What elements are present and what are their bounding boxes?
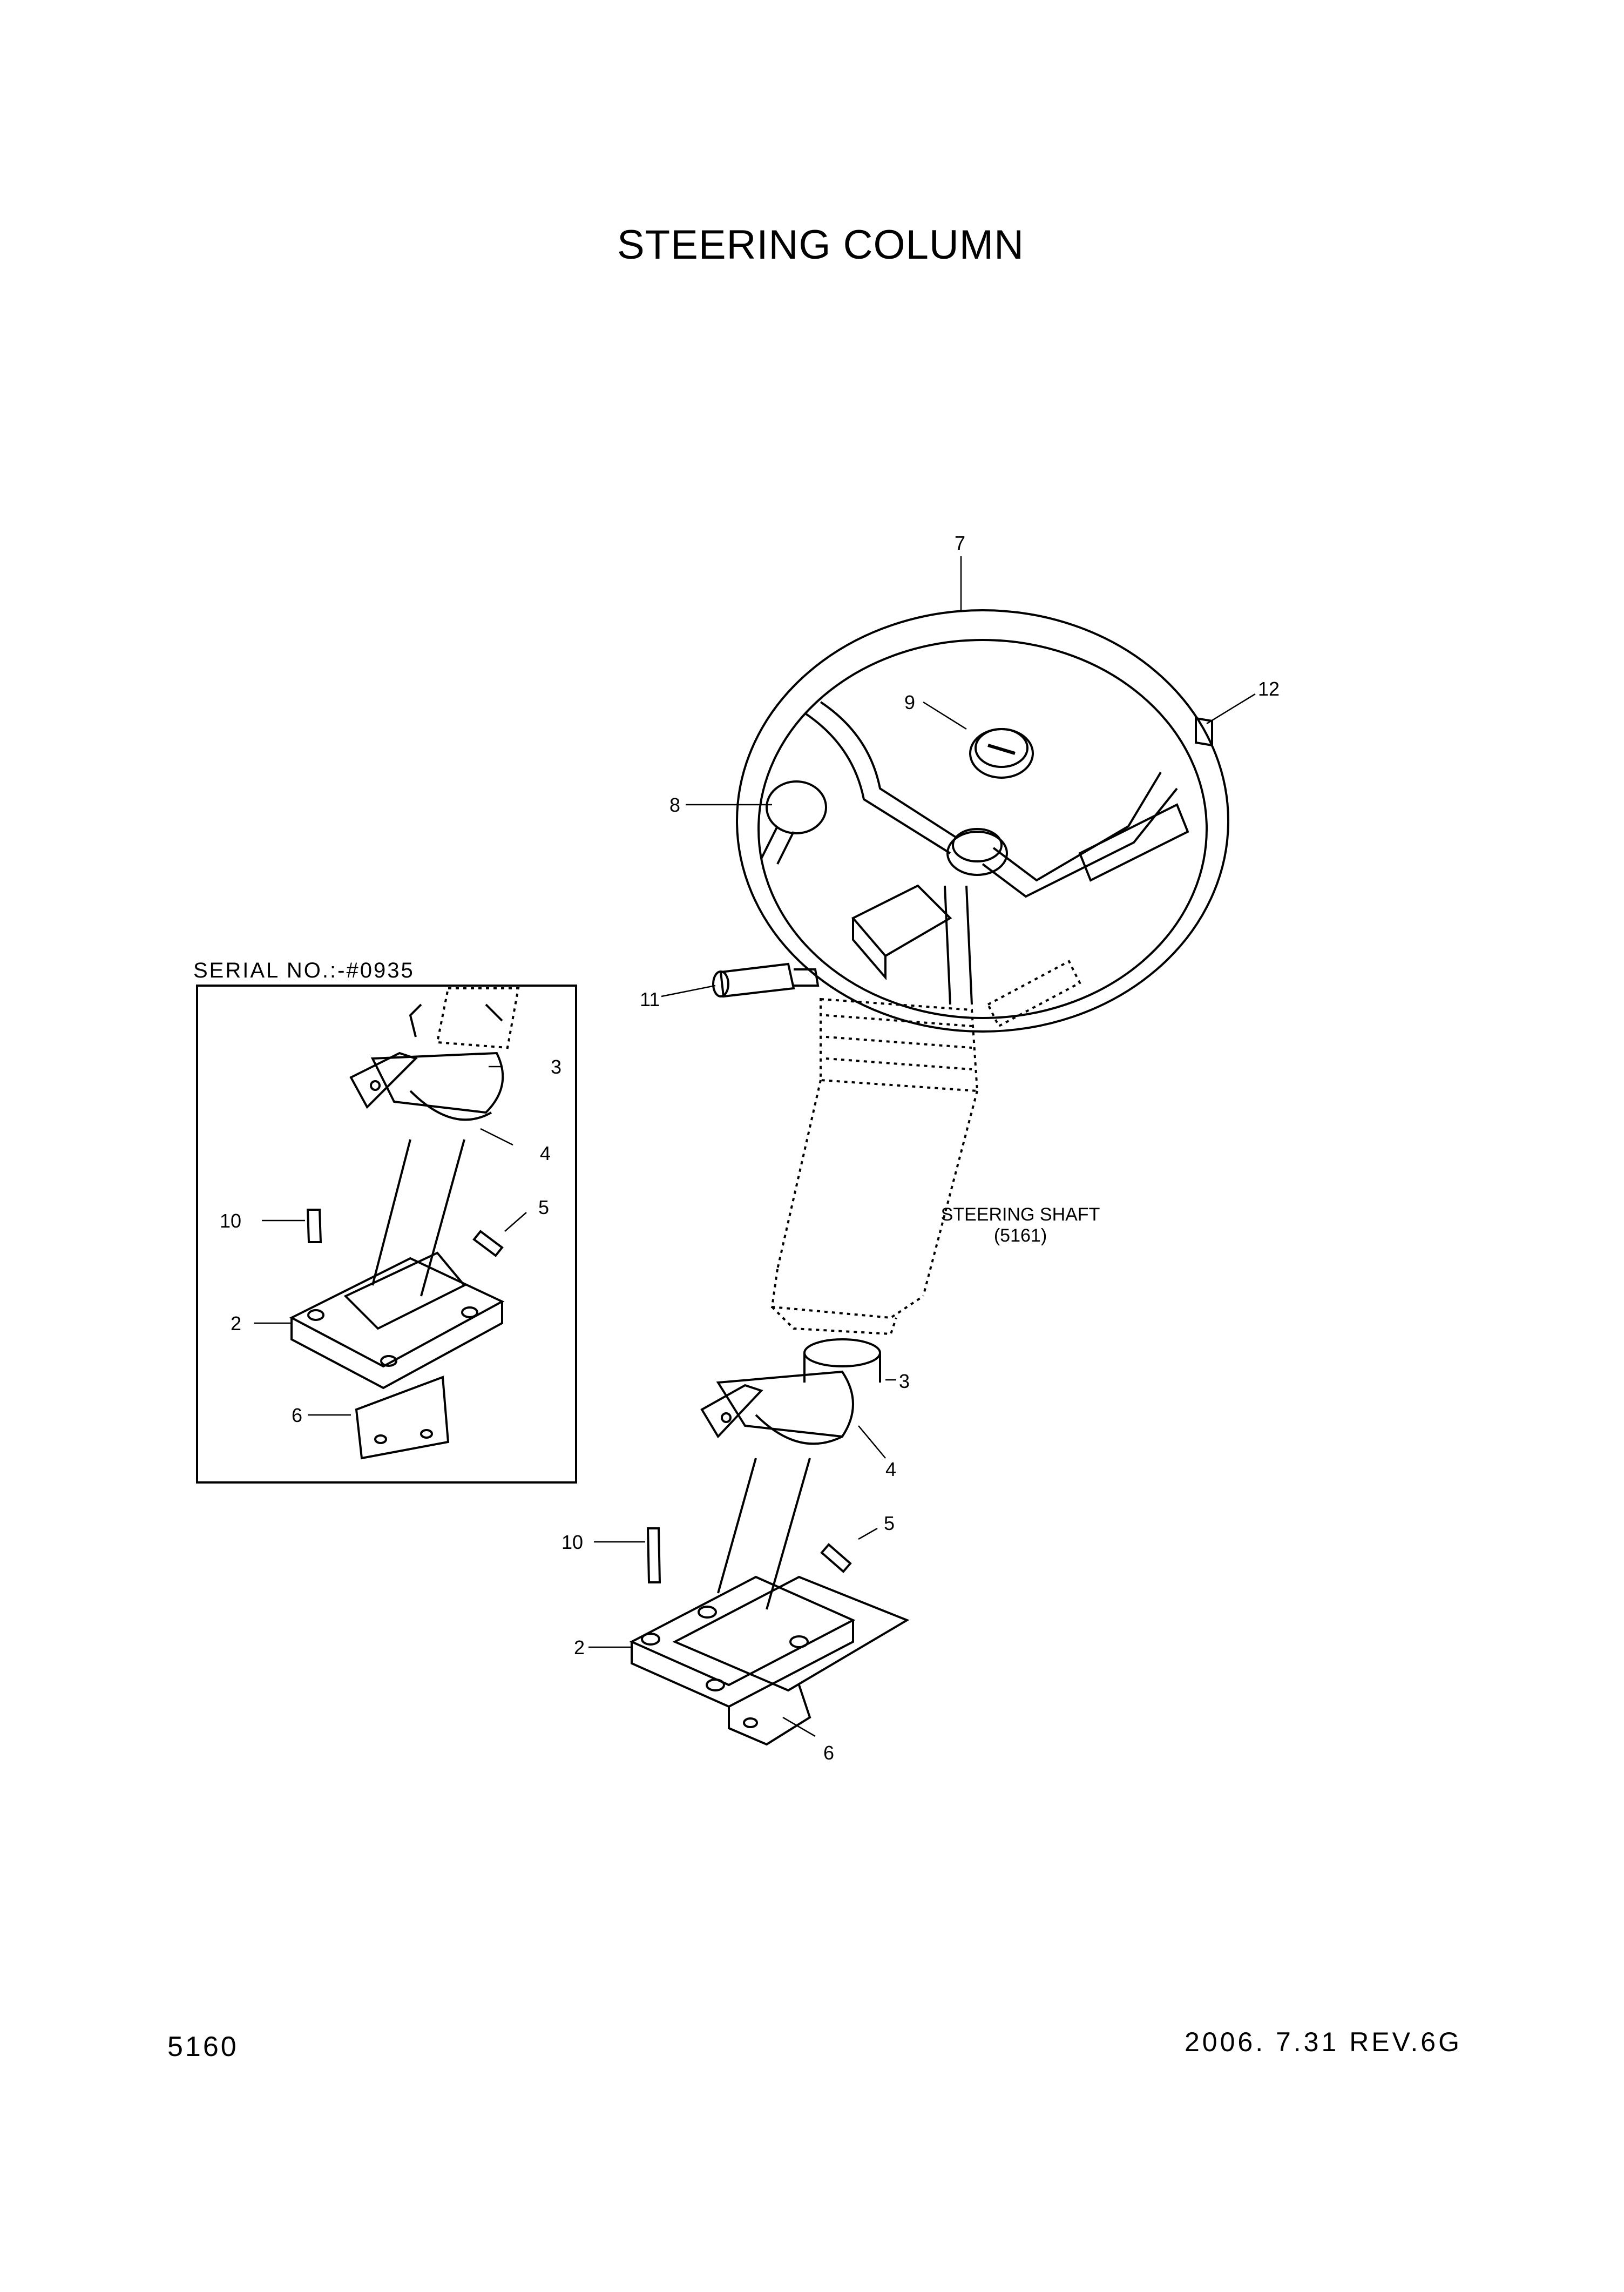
callout-7: 7	[955, 532, 966, 554]
callout-3: 3	[899, 1370, 910, 1392]
callout-5: 5	[884, 1512, 895, 1534]
serial-number-label: SERIAL NO.:-#0935	[193, 959, 415, 982]
callout-6: 6	[823, 1742, 835, 1764]
inset-callout-3: 3	[551, 1056, 562, 1078]
steering-shaft-reference: STEERING SHAFT (5161)	[929, 1204, 1112, 1246]
callout-10: 10	[561, 1531, 584, 1553]
callout-4: 4	[885, 1458, 897, 1480]
inset-callout-5: 5	[538, 1196, 550, 1218]
callout-11: 11	[640, 988, 660, 1010]
leader-lines	[254, 556, 1256, 1737]
lower-column	[629, 1338, 910, 1746]
callout-12: 12	[1258, 678, 1280, 700]
callout-2: 2	[574, 1636, 585, 1659]
steering-shaft-number: (5161)	[993, 1225, 1047, 1246]
callout-8: 8	[669, 794, 681, 816]
page-title: STEERING COLUMN	[617, 222, 1024, 268]
inset-drawing	[289, 987, 520, 1460]
inset-callout-6: 6	[292, 1404, 303, 1426]
revision-date: 2006. 7.31 REV.6G	[1184, 2027, 1462, 2057]
page-number: 5160	[167, 2031, 239, 2062]
inset-callout-2: 2	[231, 1312, 242, 1334]
steering-shaft-label: STEERING SHAFT	[940, 1204, 1100, 1225]
inset-callout-4: 4	[540, 1142, 551, 1164]
inset-callout-10: 10	[220, 1210, 242, 1232]
steering-wheel	[712, 609, 1229, 1033]
inset-frame	[196, 985, 577, 1484]
steering-shaft	[770, 997, 979, 1336]
callout-9: 9	[904, 691, 916, 713]
